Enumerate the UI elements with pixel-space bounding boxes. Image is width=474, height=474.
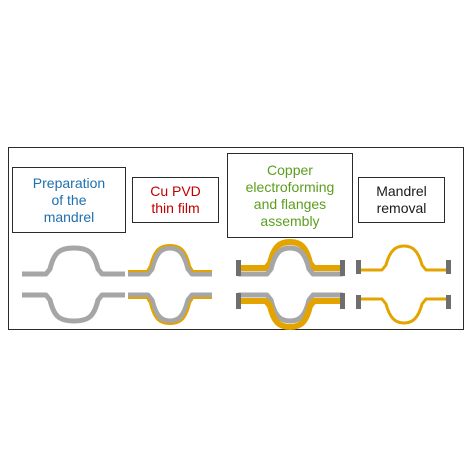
bellows-bottom-copper	[359, 297, 448, 325]
eform-top-copper	[238, 239, 343, 271]
pvd-bottom-copper	[128, 297, 212, 325]
flange-top-left	[236, 260, 241, 276]
flange-top-right	[446, 260, 451, 274]
eform-top-grey	[238, 245, 343, 277]
electroforming-step3	[236, 239, 345, 330]
step-electroforming-label: Copper electroforming and flanges assemb…	[227, 153, 353, 238]
pvd-step2	[128, 244, 212, 325]
step-removal-text: Mandrel removal	[376, 183, 427, 216]
mandrel-step1	[22, 245, 125, 324]
flange-bottom-right	[340, 293, 345, 309]
pvd-top-copper	[128, 244, 212, 272]
step-removal-label: Mandrel removal	[358, 177, 445, 223]
flange-bottom-left	[356, 295, 361, 309]
mandrel-bottom-profile	[22, 292, 125, 324]
flange-top-right	[340, 260, 345, 276]
flange-bottom-left	[236, 293, 241, 309]
bellows-top-copper	[359, 244, 448, 272]
eform-bottom-copper	[238, 298, 343, 330]
mandrel-top-profile	[22, 245, 125, 277]
flange-top-left	[356, 260, 361, 274]
pvd-bottom-grey	[128, 292, 212, 324]
step-pvd-label: Cu PVD thin film	[132, 177, 219, 223]
removal-step4	[356, 244, 451, 325]
pvd-top-grey	[128, 245, 212, 277]
step-preparation-label: Preparation of the mandrel	[12, 167, 126, 233]
step-preparation-text: Preparation of the mandrel	[32, 174, 106, 225]
flange-bottom-right	[446, 295, 451, 309]
step-pvd-text: Cu PVD thin film	[150, 183, 201, 216]
step-electroforming-text: Copper electroforming and flanges assemb…	[245, 161, 335, 229]
